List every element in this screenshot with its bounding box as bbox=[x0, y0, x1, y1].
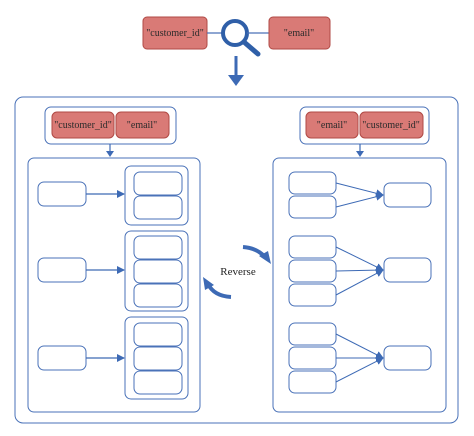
left-key-down-arrow bbox=[106, 144, 114, 157]
left-bucket-item bbox=[133, 235, 183, 260]
left-bucket-item bbox=[133, 283, 183, 308]
left-bucket-item bbox=[133, 370, 183, 395]
left-key-box: "customer_id" "email" bbox=[44, 106, 177, 145]
query-key-email bbox=[268, 16, 331, 50]
right-key-box: "email" "customer_id" bbox=[299, 106, 430, 145]
right-target-node bbox=[383, 257, 432, 283]
right-source-node bbox=[288, 283, 337, 307]
right-target-node bbox=[383, 345, 432, 371]
left-bucket-item bbox=[133, 171, 183, 196]
right-key-down-arrow bbox=[356, 144, 364, 157]
left-bucket-item bbox=[133, 195, 183, 220]
right-key-customer-id-label: "customer_id" bbox=[362, 120, 420, 131]
left-key-email bbox=[115, 111, 170, 139]
right-key-email-label: "email" bbox=[317, 120, 347, 131]
right-source-node bbox=[288, 171, 337, 195]
left-group-2 bbox=[37, 230, 189, 312]
left-bucket-item bbox=[133, 346, 183, 371]
left-source-node bbox=[37, 257, 87, 283]
left-key-customer-id-label: "customer_id" bbox=[54, 120, 112, 131]
right-source-node bbox=[288, 259, 337, 283]
right-key-customer-id bbox=[359, 111, 424, 139]
left-group-1 bbox=[37, 165, 189, 226]
reverse-label: Reverse bbox=[220, 266, 256, 278]
right-group-1 bbox=[288, 171, 432, 219]
magnifier-icon bbox=[221, 19, 261, 57]
left-bucket-item bbox=[133, 322, 183, 347]
left-bucket-item bbox=[133, 259, 183, 284]
right-source-node bbox=[288, 346, 337, 370]
right-group-3 bbox=[288, 322, 432, 394]
right-source-node bbox=[288, 235, 337, 259]
right-group-2 bbox=[288, 235, 432, 307]
right-source-node bbox=[288, 322, 337, 346]
query-row: "customer_id" "email" bbox=[142, 16, 331, 57]
right-source-node bbox=[288, 370, 337, 394]
query-to-main-arrow bbox=[228, 56, 244, 86]
query-key-email-label: "email" bbox=[284, 28, 314, 39]
left-key-email-label: "email" bbox=[127, 120, 157, 131]
left-source-node bbox=[37, 345, 87, 371]
left-group-3 bbox=[37, 316, 189, 400]
right-target-node bbox=[383, 182, 432, 208]
left-source-node bbox=[37, 181, 87, 207]
right-source-node bbox=[288, 195, 337, 219]
reverse-indicator: Reverse bbox=[203, 245, 271, 299]
left-key-customer-id bbox=[51, 111, 115, 139]
query-key-customer-id-label: "customer_id" bbox=[146, 28, 204, 39]
right-key-email bbox=[305, 111, 359, 139]
